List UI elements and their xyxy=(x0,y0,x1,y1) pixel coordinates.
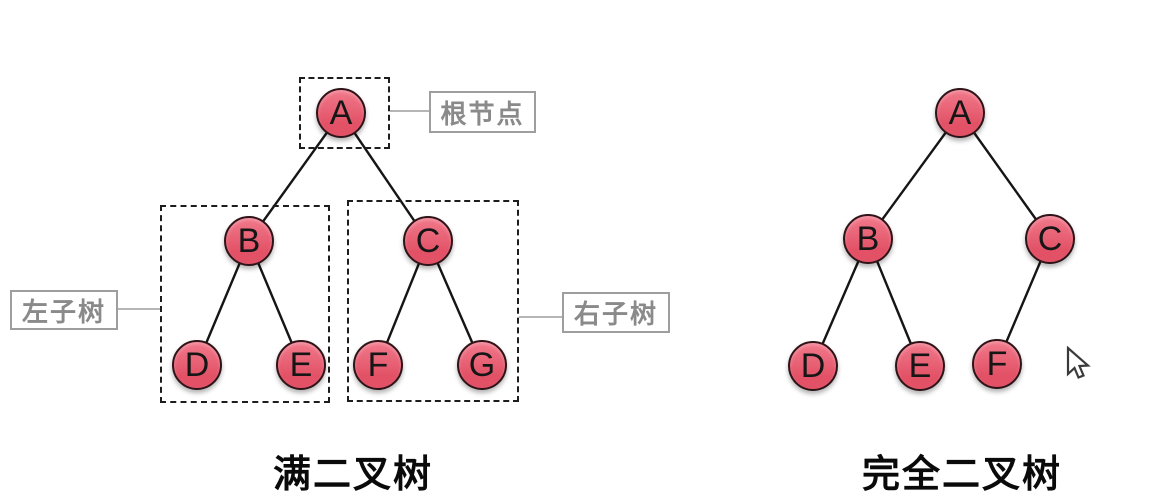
complete-tree-node-d: D xyxy=(788,341,838,391)
left-subtree-label: 左子树 xyxy=(10,290,118,330)
right-subtree-dashed-box xyxy=(347,200,519,402)
full-tree-caption: 满二叉树 xyxy=(272,454,433,496)
edge-full-a-b xyxy=(248,112,342,242)
root-node-label: 根节点 xyxy=(429,91,536,133)
full-tree-node-b: B xyxy=(224,216,274,266)
full-tree-node-a: A xyxy=(316,88,366,138)
complete-tree-node-a: A xyxy=(935,88,985,138)
left-subtree-label-connector xyxy=(118,308,160,310)
edge-complete-a-b xyxy=(867,112,961,240)
complete-tree-caption: 完全二叉树 xyxy=(861,454,1062,496)
complete-tree-node-c: C xyxy=(1025,214,1075,264)
left-subtree-dashed-box xyxy=(160,205,330,403)
complete-tree-node-b: B xyxy=(843,214,893,264)
full-tree-node-e: E xyxy=(276,340,326,390)
full-tree-node-g: G xyxy=(457,340,507,390)
complete-tree-node-f: F xyxy=(972,339,1022,389)
full-tree-node-f: F xyxy=(353,340,403,390)
full-tree-node-c: C xyxy=(403,216,453,266)
full-tree-node-d: D xyxy=(172,340,222,390)
complete-tree-node-e: E xyxy=(895,341,945,391)
root-node-dashed-box xyxy=(299,77,390,149)
right-subtree-label-connector xyxy=(519,316,562,318)
root-label-connector xyxy=(390,110,429,112)
mouse-cursor-icon xyxy=(1066,346,1091,379)
right-subtree-label: 右子树 xyxy=(562,292,670,333)
